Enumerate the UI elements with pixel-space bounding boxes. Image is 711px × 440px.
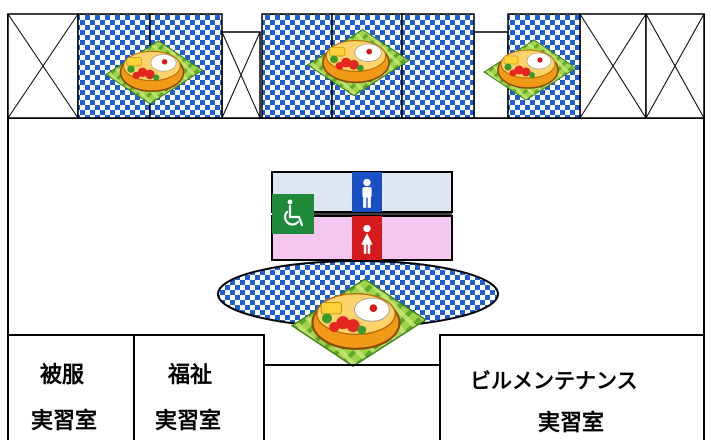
bottom-walls xyxy=(7,334,705,440)
room-label-line2: 実習室 xyxy=(155,408,221,434)
restroom-block xyxy=(271,171,453,261)
room-building-maintenance[interactable]: ビルメンテナンス 実習室 xyxy=(470,369,638,436)
storage-cell xyxy=(645,13,705,119)
wheelchair-icon xyxy=(284,199,304,227)
room-label-line2: 実習室 xyxy=(31,408,97,434)
lunch-area-cell[interactable] xyxy=(401,13,475,119)
room-hifuku[interactable]: 被服 実習室 xyxy=(31,363,97,434)
room-label-line1: 福祉 xyxy=(167,363,212,388)
storage-cell xyxy=(221,31,261,119)
room-fukushi[interactable]: 福祉 実習室 xyxy=(155,363,221,434)
room-label-line1: ビルメンテナンス xyxy=(470,369,638,393)
accessible-toilet-sign xyxy=(272,194,314,234)
storage-cell xyxy=(7,13,79,119)
room-label-line2: 実習室 xyxy=(538,410,604,436)
storage-cell xyxy=(579,13,647,119)
room-label-line1: 被服 xyxy=(40,363,85,388)
